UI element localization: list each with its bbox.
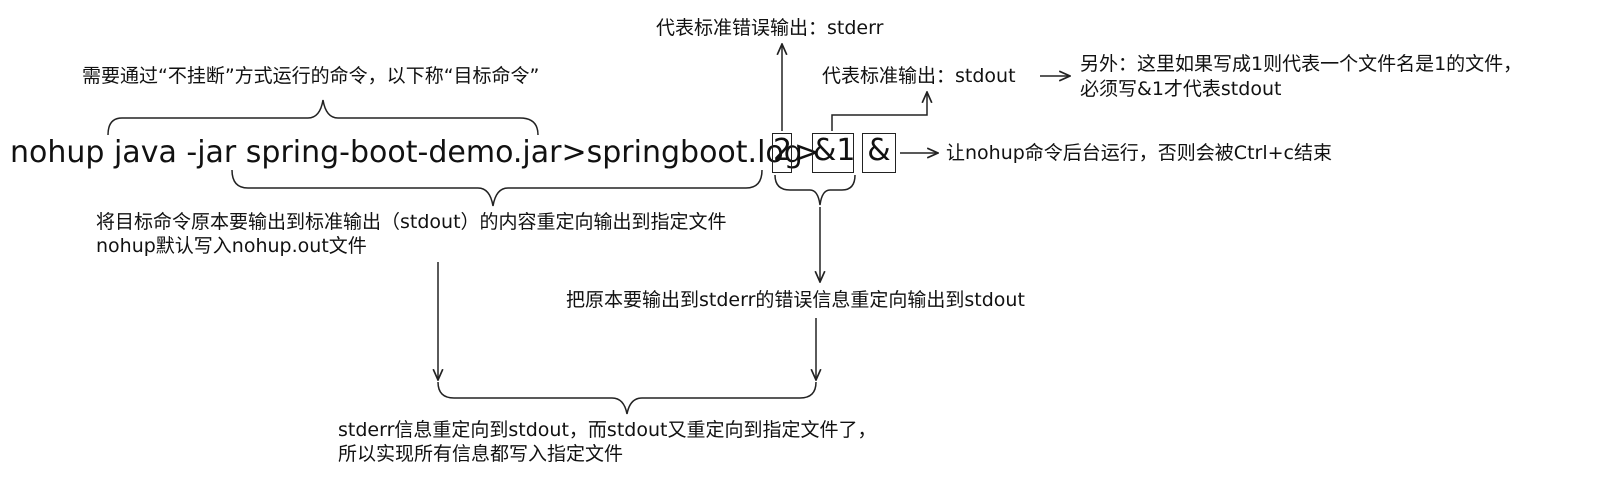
fd2-box: 2 (772, 133, 792, 173)
redirect-note-line1: 将目标命令原本要输出到标准输出（stdout）的内容重定向输出到指定文件 (96, 211, 727, 233)
brace-final (437, 381, 817, 415)
brace-target-command (107, 99, 539, 136)
brace-redirect-stdout (231, 169, 763, 207)
else-note-line2: 必须写&1才代表stdout (1080, 78, 1282, 100)
else-note-line1: 另外：这里如果写成1则代表一个文件名是1的文件， (1080, 53, 1523, 75)
brace-2-and-1 (774, 174, 856, 206)
arrow-to-stdout (831, 92, 927, 131)
redirect-symbol: > (794, 135, 820, 170)
background-box: & (862, 133, 896, 173)
command-main: nohup java -jar spring-boot-demo.jar>spr… (10, 135, 803, 170)
background-note: 让nohup命令后台运行，否则会被Ctrl+c结束 (946, 142, 1332, 164)
final-note-line1: stderr信息重定向到stdout，而stdout又重定向到指定文件了， (338, 419, 877, 441)
final-note-line2: 所以实现所有信息都写入指定文件 (338, 443, 624, 465)
ref-box: &1 (812, 133, 855, 173)
stderr-label: 代表标准错误输出：stderr (656, 17, 884, 39)
target-command-note: 需要通过“不挂断”方式运行的命令，以下称“目标命令” (82, 65, 540, 87)
stdout-label: 代表标准输出：stdout (822, 65, 1016, 87)
stderr-to-stdout-note: 把原本要输出到stderr的错误信息重定向输出到stdout (566, 289, 1025, 311)
redirect-note-line2: nohup默认写入nohup.out文件 (96, 235, 367, 257)
